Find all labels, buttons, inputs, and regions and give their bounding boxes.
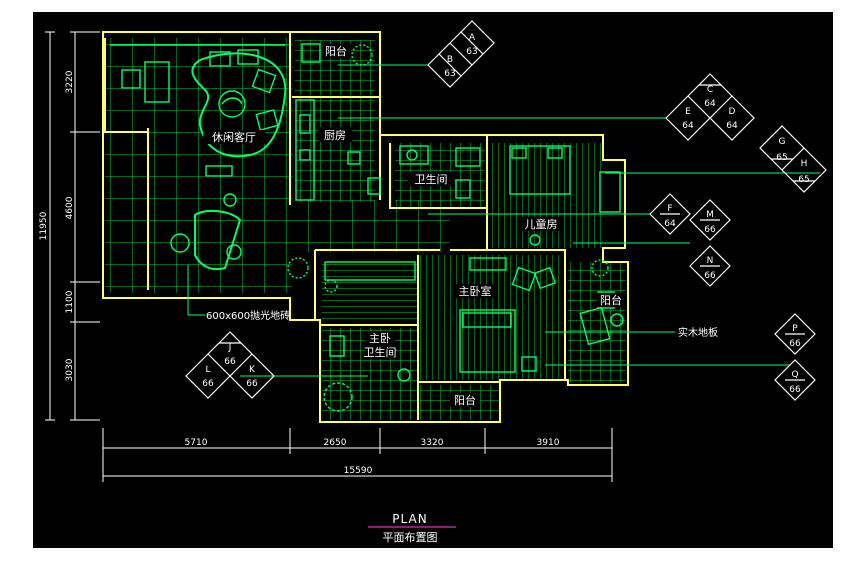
dim-v-4600: 4600 <box>65 196 75 219</box>
callout-markers <box>185 20 827 401</box>
dim-h-3910: 3910 <box>537 438 560 448</box>
room-kitchen: 厨房 <box>324 129 346 142</box>
callout-c-letter: C <box>707 85 713 95</box>
callout-p-num: 66 <box>789 339 801 349</box>
dim-h-total: 15590 <box>344 466 373 476</box>
callout-a-num: 63 <box>466 47 477 57</box>
dim-h-3320: 3320 <box>421 438 444 448</box>
callout-c-num: 64 <box>704 99 716 109</box>
callout-p-letter: P <box>792 324 798 334</box>
dim-h-2650: 2650 <box>324 438 347 448</box>
callout-j-letter: J <box>228 343 232 353</box>
callout-b-num: 63 <box>444 69 455 79</box>
walls <box>102 31 629 423</box>
callout-f-letter: F <box>667 204 672 214</box>
dim-v-3220: 3220 <box>65 70 75 93</box>
callout-b-letter: B <box>447 55 453 65</box>
callout-m-num: 66 <box>704 225 716 235</box>
callout-g-num: 65 <box>776 153 787 163</box>
title-english: PLAN <box>392 512 427 526</box>
callout-e-num: 64 <box>682 121 694 131</box>
callout-a-letter: A <box>469 33 476 43</box>
annotation-wood-floor: 实木地板 <box>678 326 718 339</box>
callout-d-letter: D <box>729 107 736 117</box>
callout-h-letter: H <box>801 159 808 169</box>
room-master-bedroom: 主卧室 <box>459 284 492 298</box>
furniture <box>110 43 624 412</box>
callout-l-num: 66 <box>202 379 214 389</box>
room-balcony-south: 阳台 <box>454 393 476 407</box>
dim-v-3030: 3030 <box>65 358 75 381</box>
callout-q-num: 66 <box>789 385 801 395</box>
floor-tiles <box>105 38 626 420</box>
callout-g-letter: G <box>779 137 786 147</box>
callout-texts: A 63 B 63 C 64 E 64 D 64 G 65 H 65 F 64 … <box>202 33 809 395</box>
dimension-lines <box>45 31 613 482</box>
room-labels: 阳台 厨房 休闲客厅 卫生间 儿童房 主卧室 阳台 主卧 卫生间 阳台 <box>203 44 627 407</box>
callout-j-num: 66 <box>224 357 236 367</box>
callout-l-letter: L <box>205 365 210 375</box>
callout-e-letter: E <box>685 107 691 117</box>
dim-v-1100: 1100 <box>65 290 75 313</box>
annotation-floor-tile: 600x600抛光地砖 <box>206 309 290 322</box>
room-balcony-east: 阳台 <box>600 293 622 307</box>
room-master-bath-2: 卫生间 <box>364 345 397 359</box>
callout-n-num: 66 <box>704 271 716 281</box>
room-leisure-living: 休闲客厅 <box>212 130 256 144</box>
callout-k-num: 66 <box>246 379 258 389</box>
room-kids: 儿童房 <box>525 217 558 231</box>
callout-n-letter: N <box>707 256 714 266</box>
callout-m-letter: M <box>706 210 714 220</box>
room-bathroom: 卫生间 <box>415 172 448 186</box>
dim-h-5710: 5710 <box>185 438 208 448</box>
callout-d-num: 64 <box>726 121 738 131</box>
callout-q-letter: Q <box>791 370 798 380</box>
callout-f-num: 64 <box>664 219 676 229</box>
callout-h-num: 65 <box>798 175 809 185</box>
room-master-bath-1: 主卧 <box>369 332 391 345</box>
room-balcony-top: 阳台 <box>325 44 347 58</box>
title-chinese: 平面布置图 <box>383 531 438 544</box>
callout-k-letter: K <box>249 365 256 375</box>
dim-v-total: 11950 <box>39 211 49 240</box>
